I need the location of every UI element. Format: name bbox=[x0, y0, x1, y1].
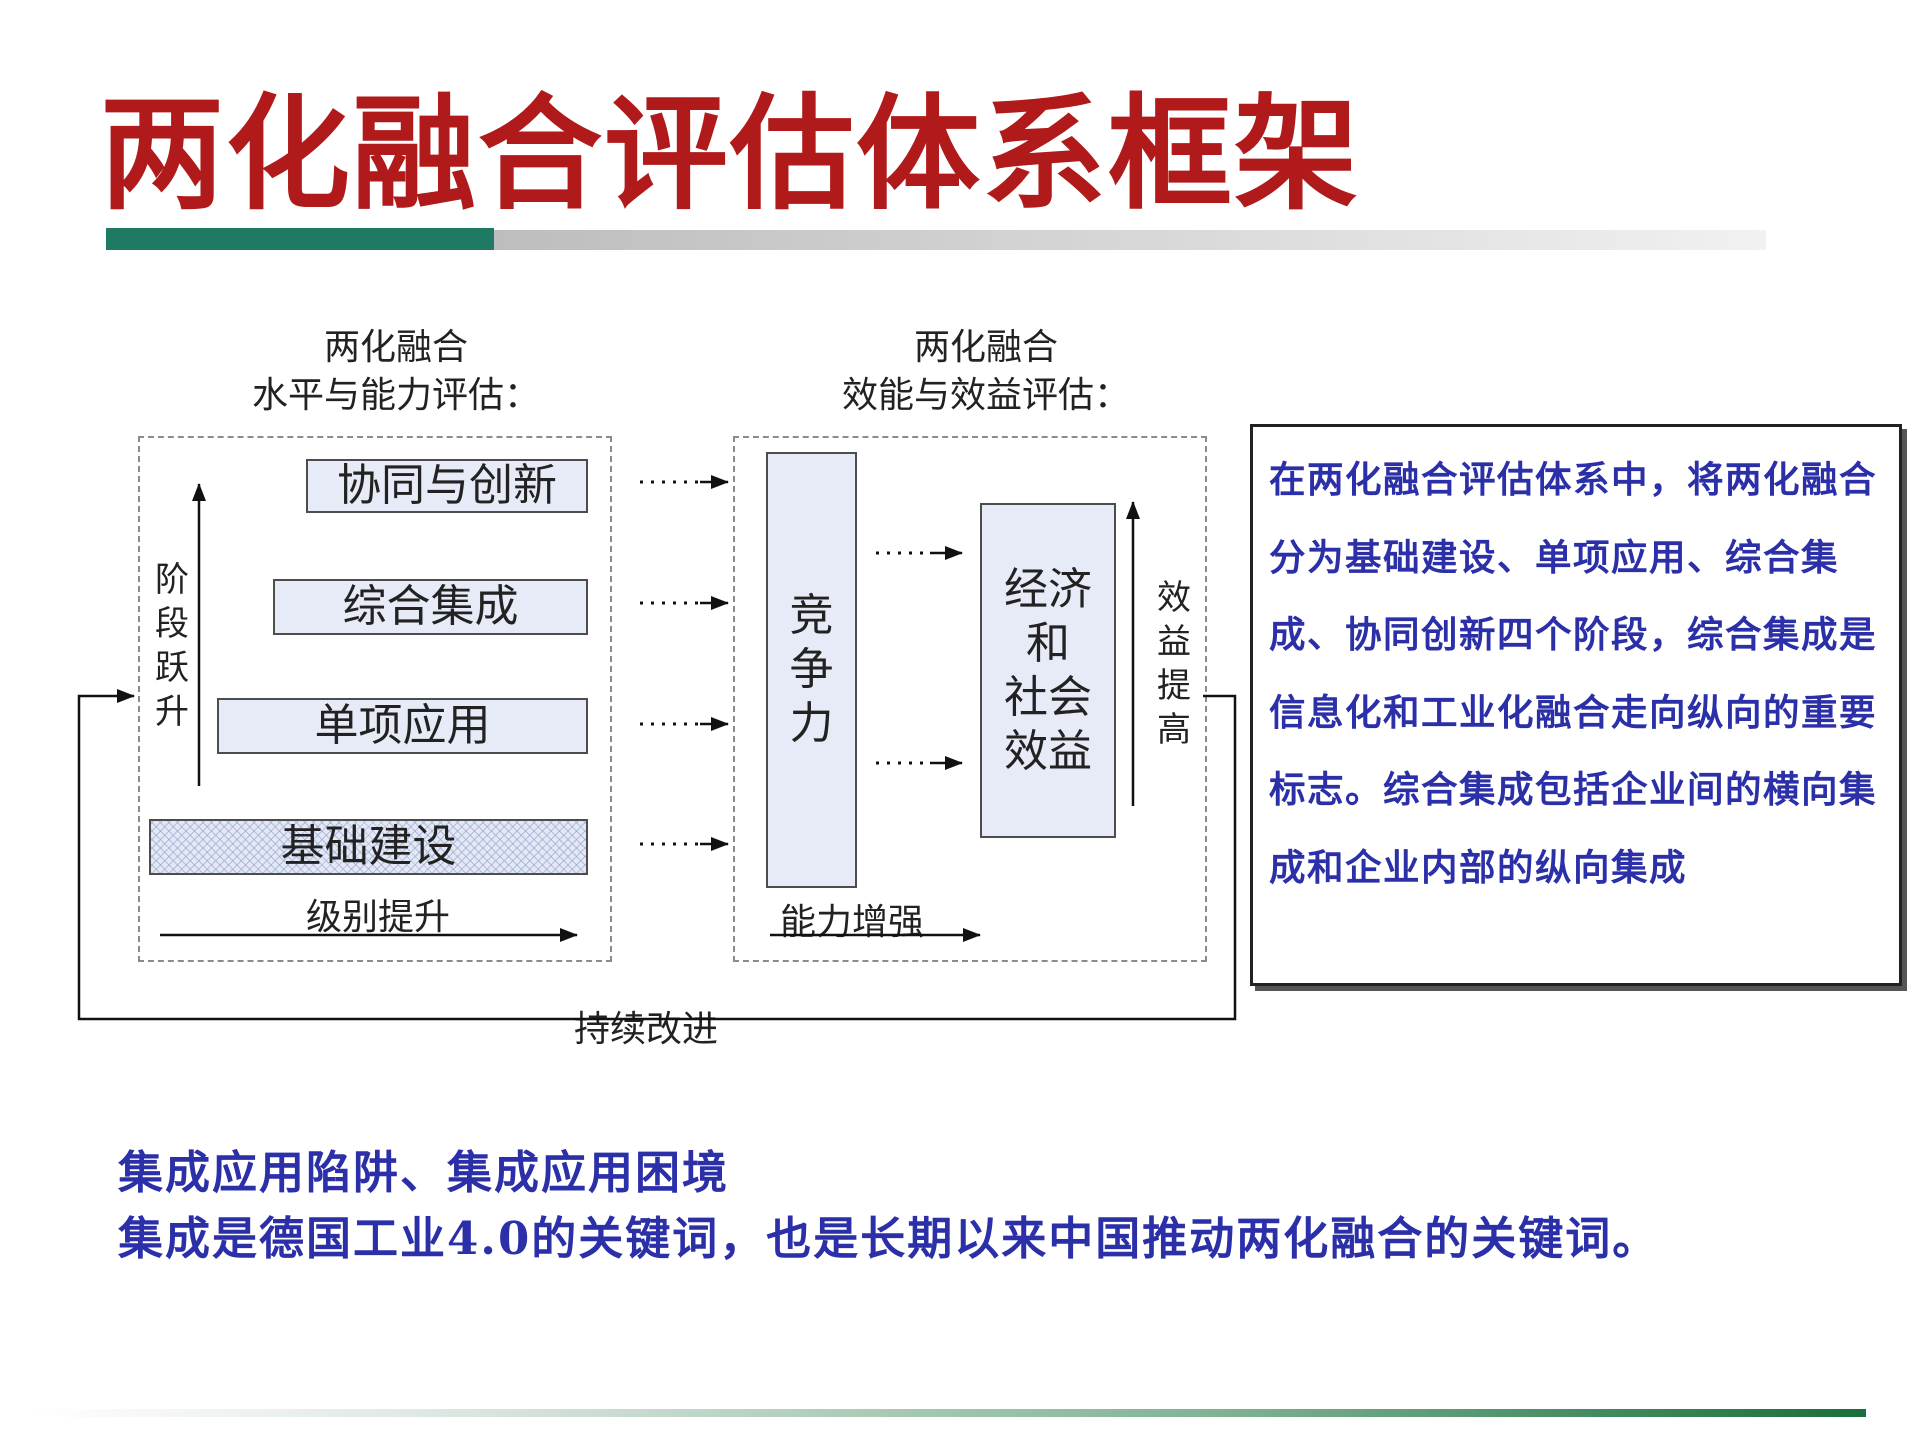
stage-box-comprehensive-integration: 综合集成 bbox=[273, 579, 588, 635]
benefit-text-line: 效益 bbox=[1004, 725, 1092, 777]
competitiveness-char: 争 bbox=[789, 644, 834, 695]
benefit-increase-char: 益 bbox=[1157, 622, 1191, 662]
stage-box-infrastructure: 基础建设 bbox=[149, 819, 588, 875]
competitiveness-box: 竞 争 力 bbox=[766, 452, 857, 888]
footer-gradient-rule bbox=[30, 1409, 1866, 1417]
competitiveness-char: 竞 bbox=[789, 590, 834, 641]
stage-box-collaboration-innovation: 协同与创新 bbox=[306, 459, 588, 513]
stage-ascent-label: 阶 段 跃 升 bbox=[152, 558, 192, 734]
stage-ascent-char: 段 bbox=[155, 604, 189, 644]
level-up-label: 级别提升 bbox=[306, 897, 451, 938]
benefit-text-line: 和 bbox=[1026, 617, 1070, 669]
left-panel-caption-line2: 水平与能力评估： bbox=[251, 375, 540, 416]
competitiveness-char: 力 bbox=[789, 698, 834, 749]
bottom-line-2: 集成是德国工业4.0的关键词，也是长期以来中国推动两化融合的关键词。 bbox=[118, 1212, 1660, 1265]
benefit-increase-label: 效 益 提 高 bbox=[1154, 576, 1194, 752]
benefit-text-line: 社会 bbox=[1004, 671, 1092, 723]
explanation-note-box: 在两化融合评估体系中，将两化融合分为基础建设、单项应用、综合集成、协同创新四个阶… bbox=[1250, 424, 1902, 986]
right-panel-caption-line1: 两化融合 bbox=[913, 327, 1058, 368]
capability-enhance-label: 能力增强 bbox=[780, 902, 925, 943]
left-panel-caption-line1: 两化融合 bbox=[323, 327, 468, 368]
title-underline-accent bbox=[106, 228, 494, 250]
stage-ascent-char: 阶 bbox=[155, 560, 189, 600]
stage-box-single-application: 单项应用 bbox=[217, 698, 588, 754]
stage-ascent-char: 跃 bbox=[155, 648, 189, 688]
benefit-increase-char: 高 bbox=[1157, 710, 1191, 750]
explanation-note-text: 在两化融合评估体系中，将两化融合分为基础建设、单项应用、综合集成、协同创新四个阶… bbox=[1269, 458, 1877, 889]
benefit-increase-char: 提 bbox=[1157, 666, 1191, 706]
economic-social-benefit-box: 经济 和 社会 效益 bbox=[980, 503, 1116, 838]
title-underline-gray bbox=[494, 230, 1766, 250]
continuous-improvement-label: 持续改进 bbox=[570, 1000, 723, 1052]
page-title: 两化融合评估体系框架 bbox=[100, 83, 1361, 227]
right-panel-caption-line2: 效能与效益评估： bbox=[841, 375, 1130, 416]
stage-ascent-char: 升 bbox=[155, 692, 189, 732]
bottom-line-1: 集成应用陷阱、集成应用困境 bbox=[118, 1146, 730, 1199]
benefit-text-line: 经济 bbox=[1004, 563, 1092, 615]
benefit-increase-char: 效 bbox=[1157, 578, 1191, 618]
